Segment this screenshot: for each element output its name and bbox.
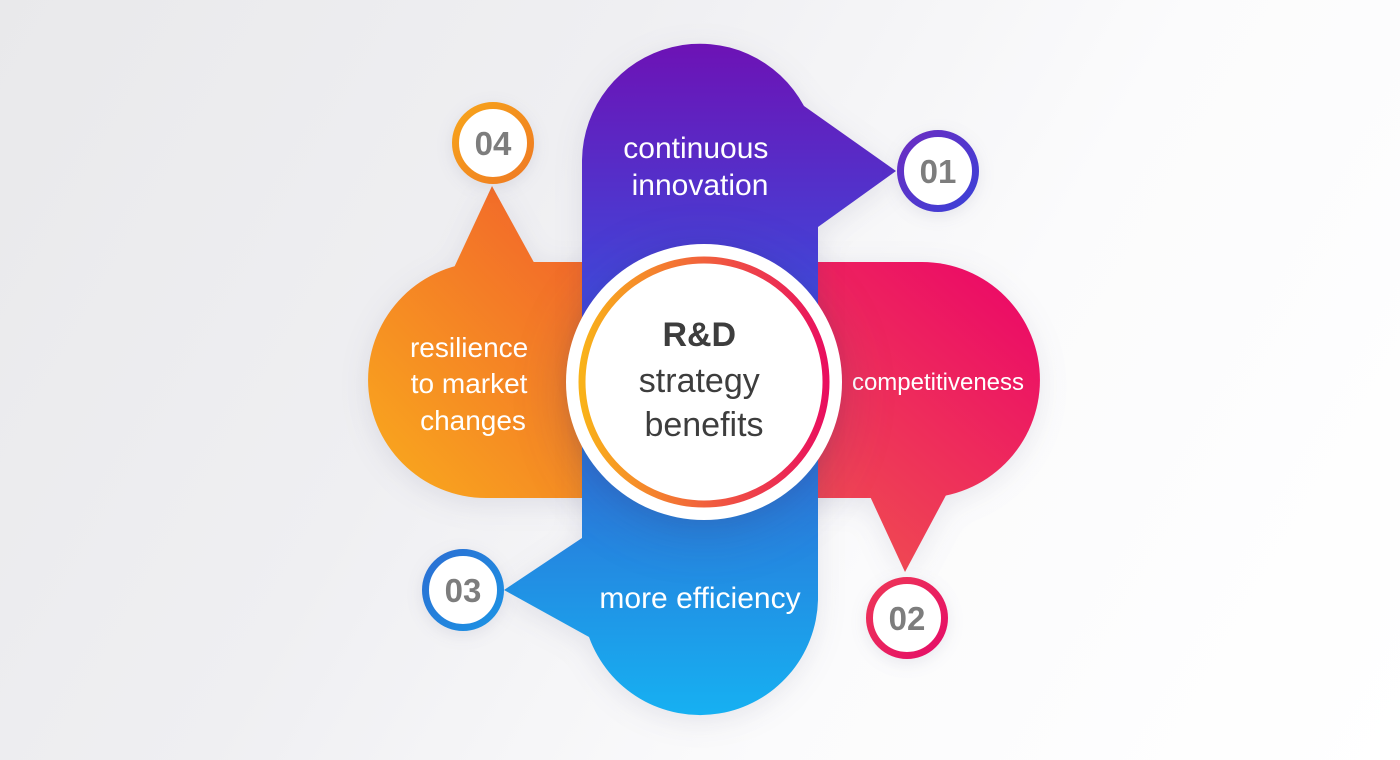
- label-resilience-line2: to market: [411, 368, 528, 399]
- label-continuous-innovation-line1: continuous: [623, 132, 768, 165]
- badge-01-ring: [897, 130, 979, 212]
- label-resilience-line3: changes: [420, 405, 526, 436]
- label-continuous-innovation-line2: innovation: [632, 169, 769, 202]
- badge-02-number: 02: [889, 600, 926, 637]
- lobe-competitiveness-pointer: [868, 484, 952, 572]
- badge-02: 02: [866, 577, 948, 659]
- badge-03: 03: [422, 549, 504, 631]
- center-title: R&D strategy benefits: [639, 316, 769, 444]
- badge-04-number: 04: [475, 125, 512, 162]
- label-resilience: resilience to market changes: [410, 332, 536, 436]
- badge-01-number: 01: [920, 153, 957, 190]
- label-continuous-innovation: continuous innovation: [623, 132, 776, 202]
- badge-03-number: 03: [445, 572, 482, 609]
- badge-03-ring: [422, 549, 504, 631]
- badge-04-ring: [452, 102, 534, 184]
- lobe-resilience-pointer: [445, 186, 537, 287]
- center-disc-group: R&D strategy benefits: [566, 244, 842, 520]
- center-title-line2: strategy: [639, 362, 760, 400]
- label-competitiveness: competitiveness: [852, 369, 1024, 396]
- label-more-efficiency: more efficiency: [599, 582, 800, 615]
- badge-02-ring: [866, 577, 948, 659]
- center-gradient-ring: [578, 256, 830, 508]
- label-resilience-line1: resilience: [410, 332, 528, 363]
- center-title-line3: benefits: [644, 406, 763, 444]
- badge-04: 04: [452, 102, 534, 184]
- center-title-line1: R&D: [662, 316, 736, 354]
- badge-01: 01: [897, 130, 979, 212]
- center-disc: [566, 244, 842, 520]
